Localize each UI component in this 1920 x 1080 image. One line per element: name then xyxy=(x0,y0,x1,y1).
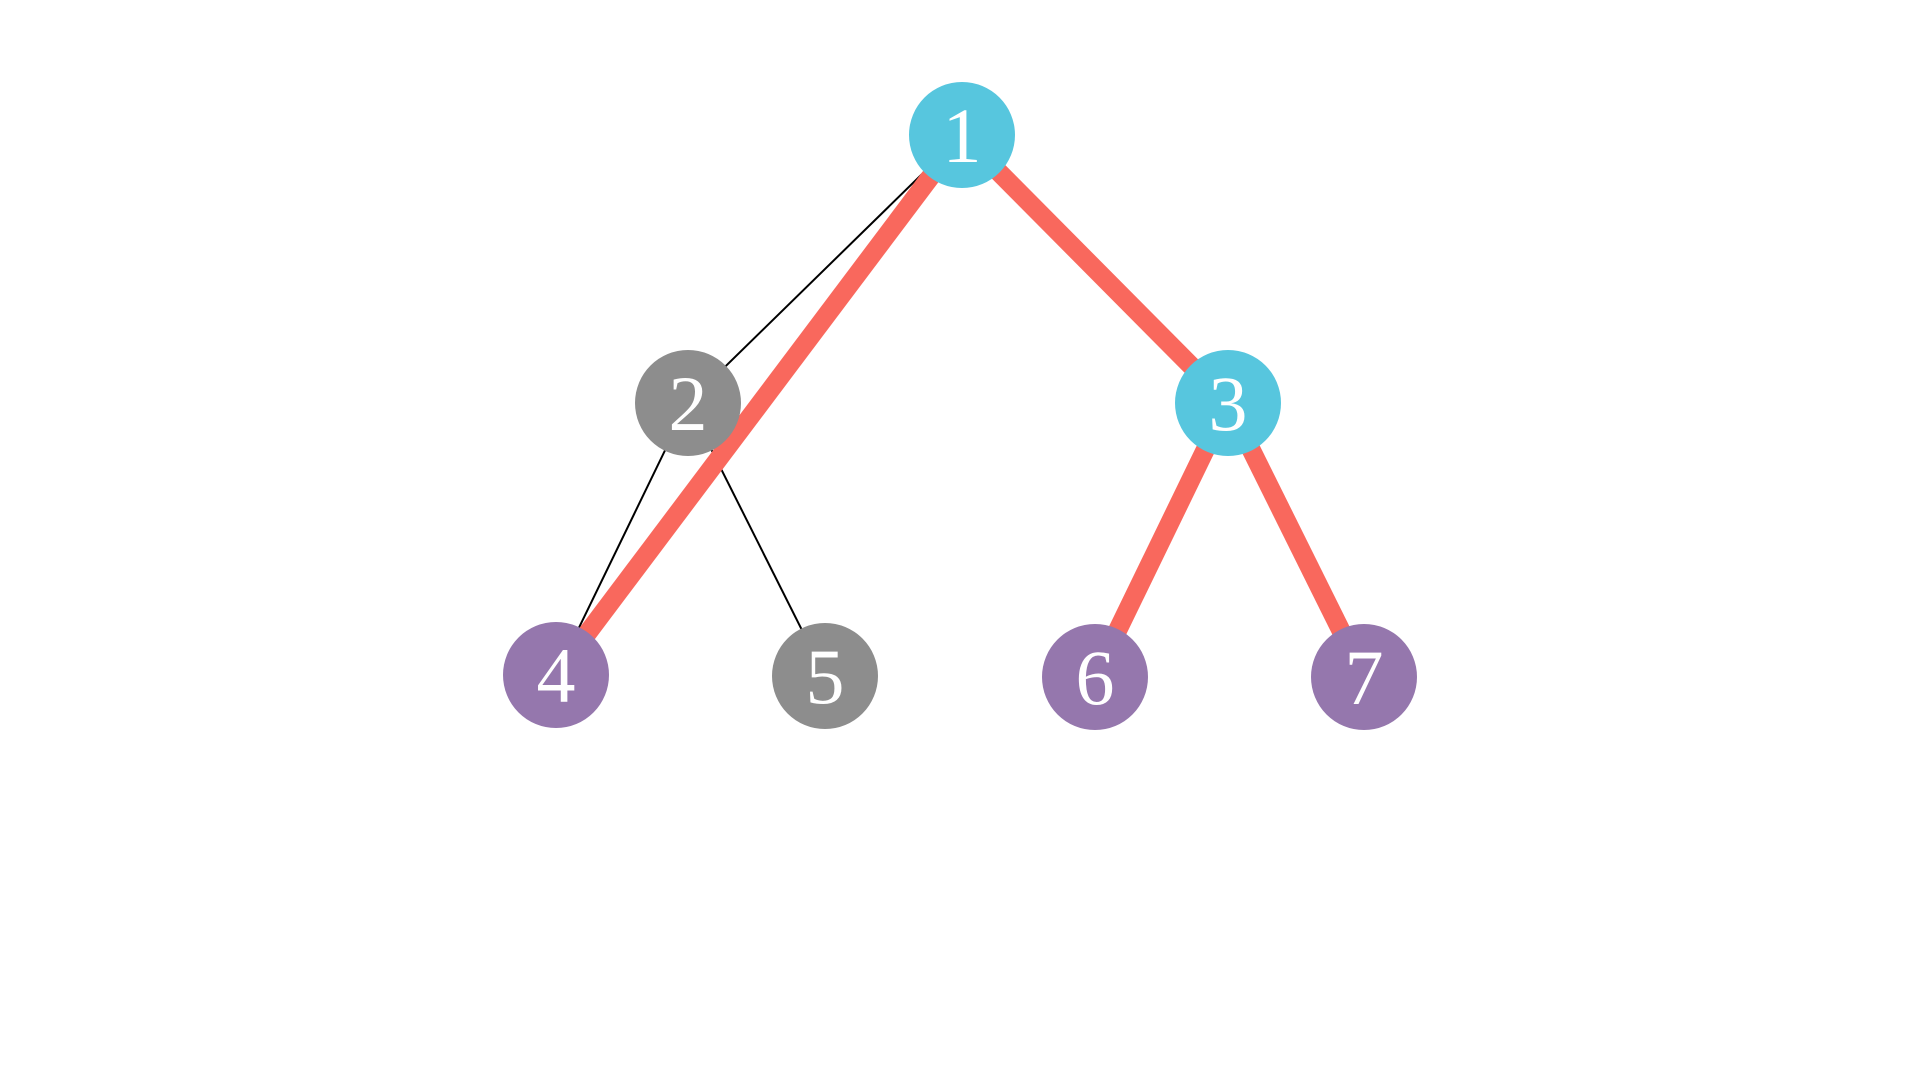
tree-node-1: 1 xyxy=(909,82,1015,188)
tree-node-7: 7 xyxy=(1311,624,1417,730)
tree-node-3: 3 xyxy=(1175,350,1281,456)
edge-1-2 xyxy=(687,134,963,404)
tree-node-6: 6 xyxy=(1042,624,1148,730)
node-label-7: 7 xyxy=(1345,634,1384,721)
node-label-6: 6 xyxy=(1076,634,1115,721)
node-label-1: 1 xyxy=(943,92,982,179)
node-circle-4 xyxy=(503,622,609,728)
tree-node-4: 4 xyxy=(503,622,609,728)
node-label-4: 4 xyxy=(537,632,576,719)
node-circle-2 xyxy=(635,350,741,456)
edge-1-4-highlighted xyxy=(548,129,970,681)
node-circle-7 xyxy=(1311,624,1417,730)
node-label-3: 3 xyxy=(1209,360,1248,447)
tree-node-2: 2 xyxy=(635,350,741,456)
node-label-2: 2 xyxy=(669,360,708,447)
node-circle-5 xyxy=(772,623,878,729)
node-circle-1 xyxy=(909,82,1015,188)
edge-1-3-highlighted xyxy=(955,128,1235,410)
node-circle-3 xyxy=(1175,350,1281,456)
node-circle-6 xyxy=(1042,624,1148,730)
tree-node-5: 5 xyxy=(772,623,878,729)
node-label-5: 5 xyxy=(806,633,845,720)
